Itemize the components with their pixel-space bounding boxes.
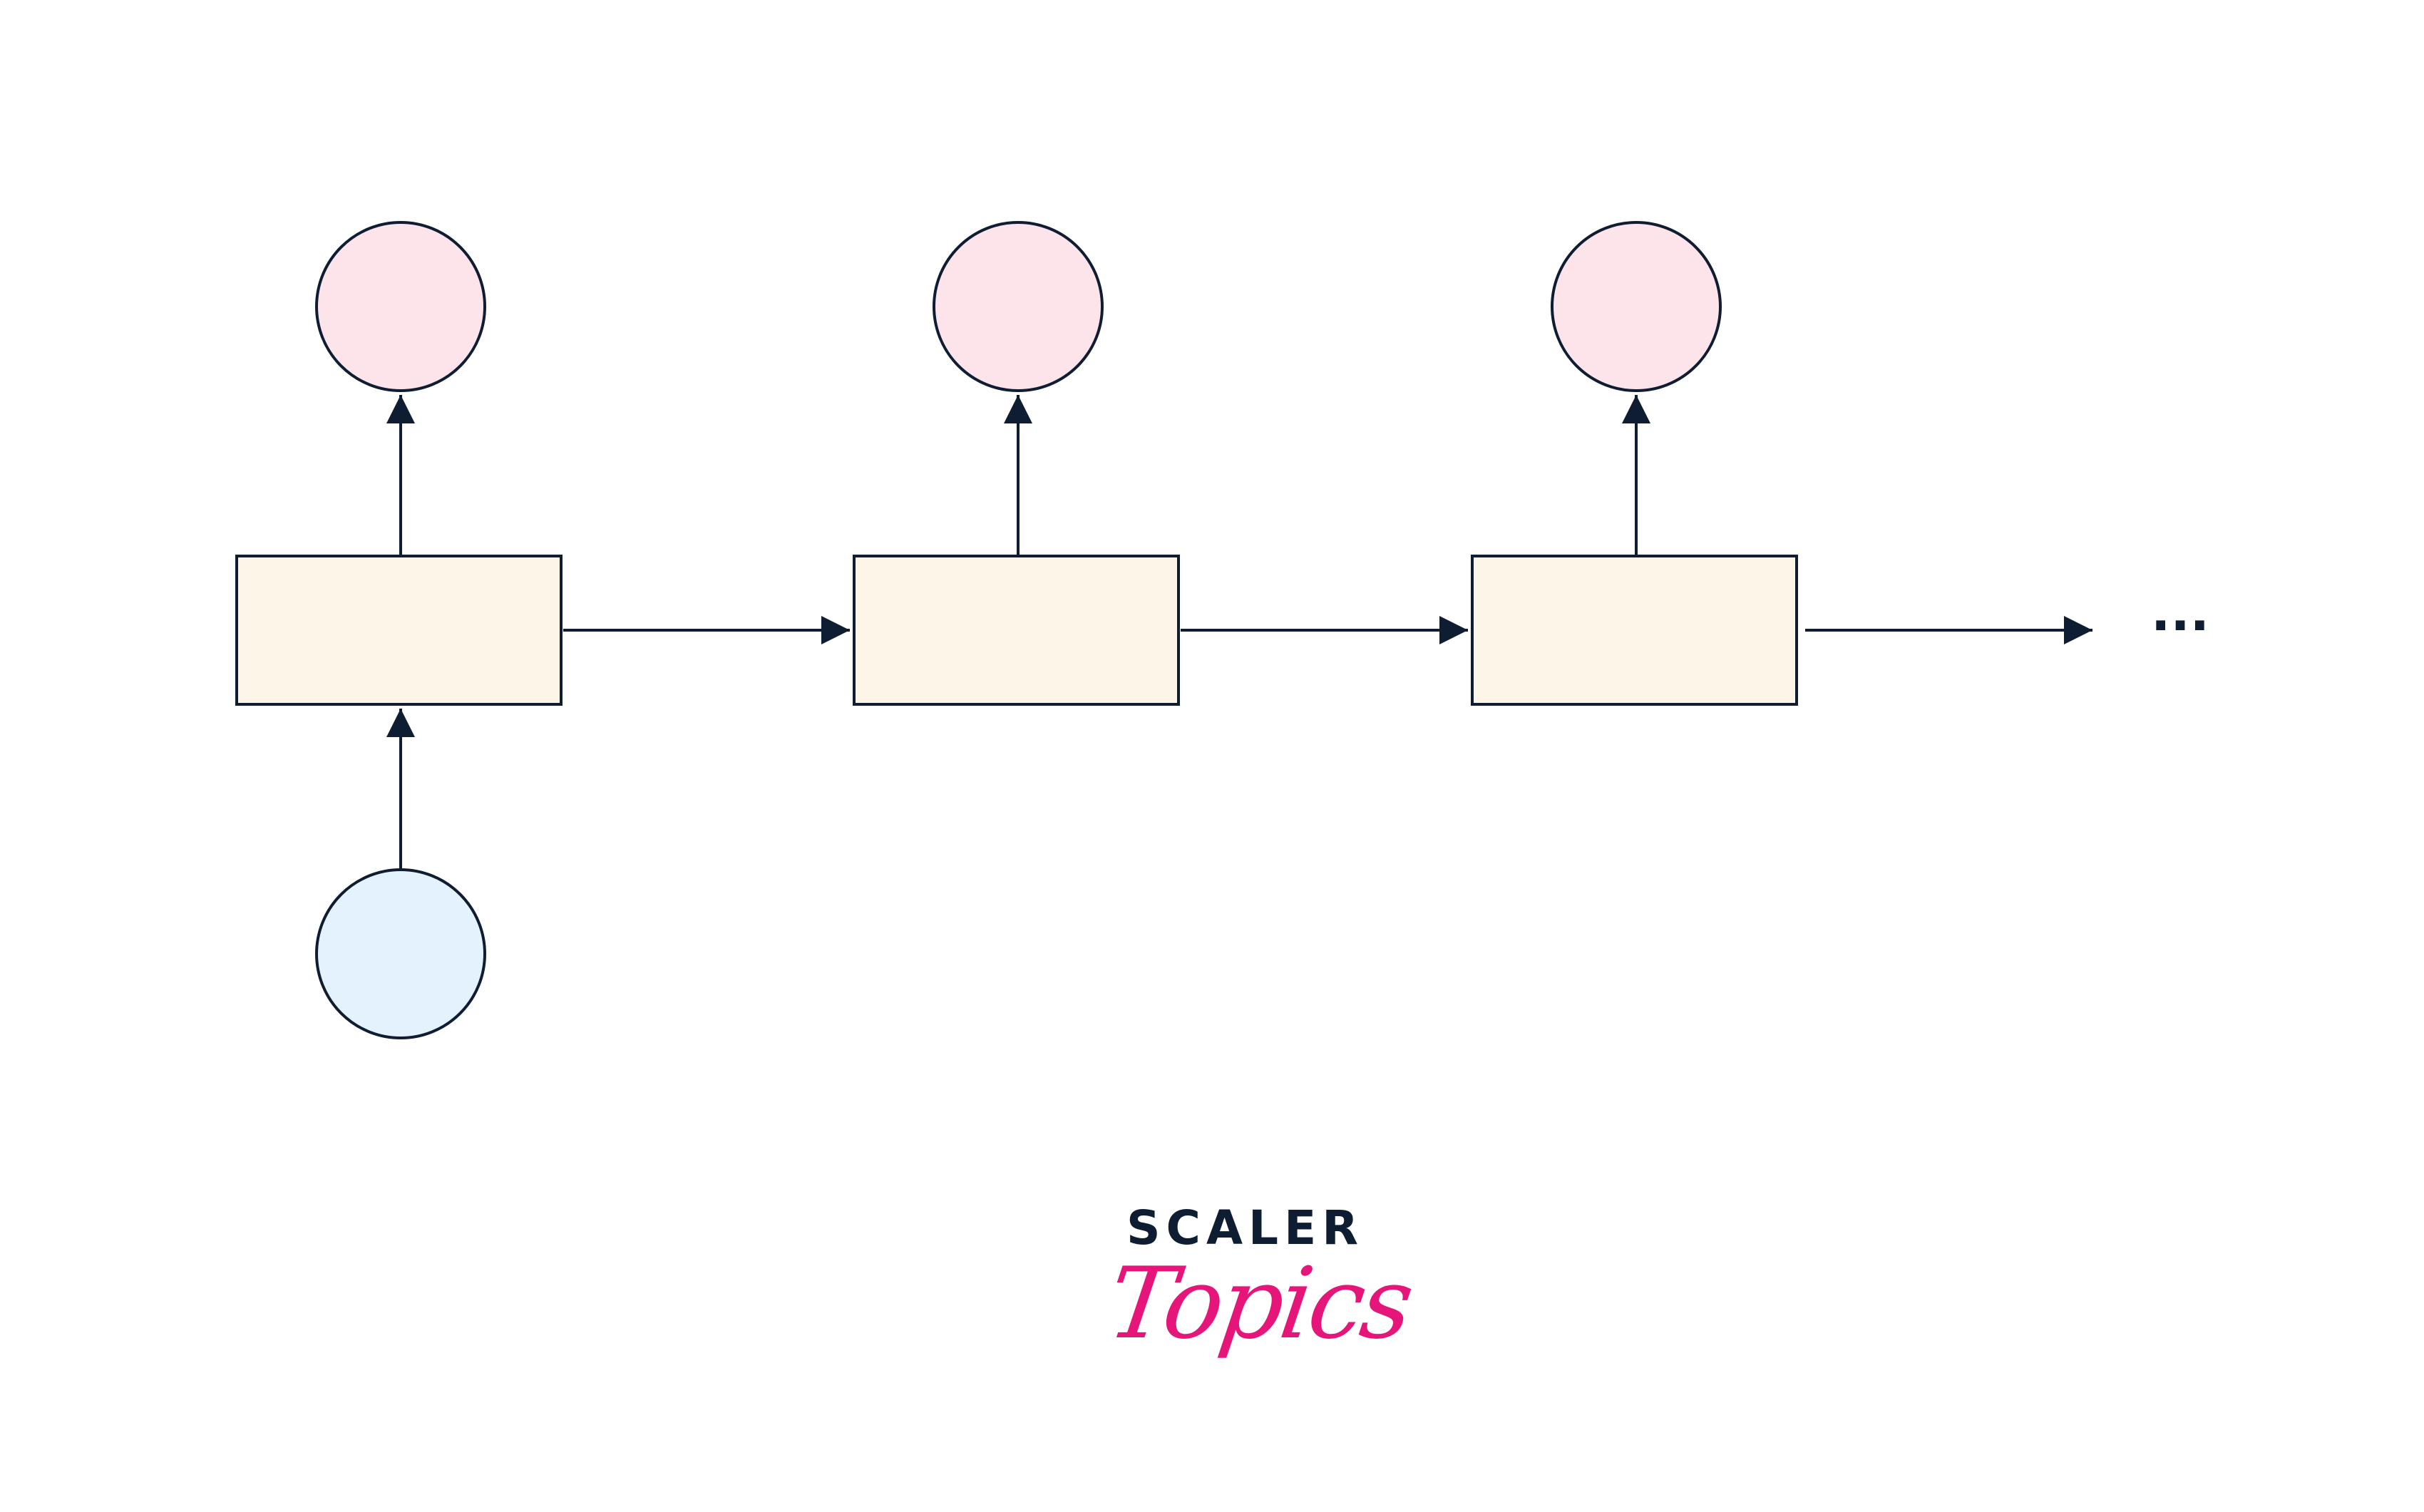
continuation-ellipsis: ...	[2151, 582, 2209, 642]
hidden-cell-2	[853, 555, 1180, 706]
hidden-cell-3	[1471, 555, 1798, 706]
logo-wordmark: SCALER	[1126, 1200, 1365, 1255]
logo-script: Topics	[1101, 1246, 1418, 1361]
scaler-topics-logo: SCALER Topics	[1098, 1205, 1418, 1390]
output-node-2	[933, 221, 1104, 392]
output-node-3	[1551, 221, 1722, 392]
output-node-1	[315, 221, 486, 392]
input-node-1	[315, 868, 486, 1039]
hidden-cell-1	[235, 555, 563, 706]
